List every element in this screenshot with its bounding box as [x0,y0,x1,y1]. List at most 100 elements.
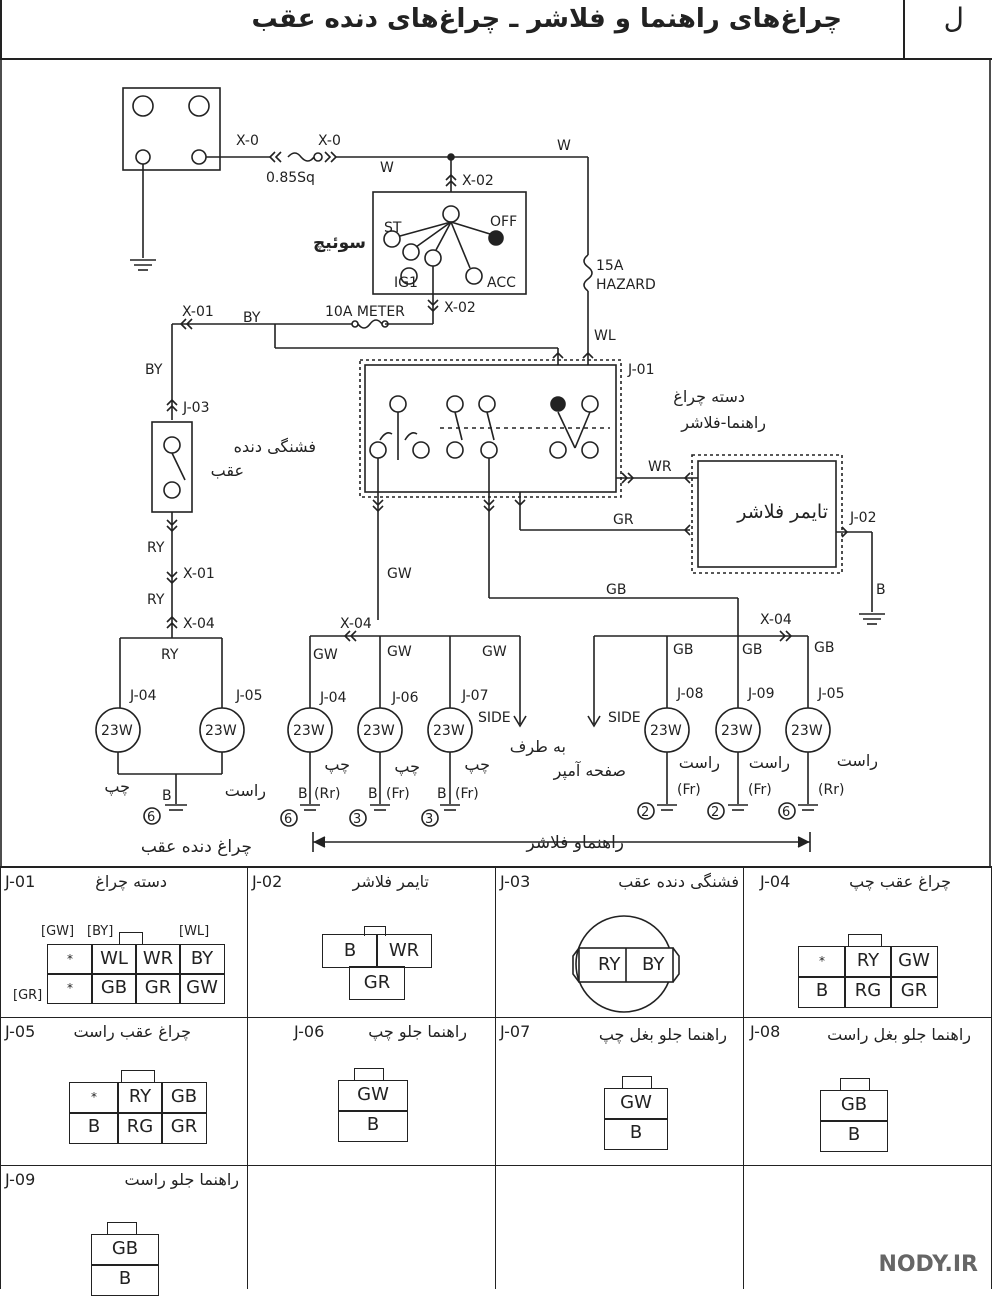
label-side-1: SIDE [478,710,511,726]
label-right-2: راست [679,753,720,773]
label-j04-a: J-04 [129,688,157,704]
label-gb-b: GB [742,642,762,658]
connector-cell-j01: J-01 دسته چراغ [GW] [BY] [WL] [GR] * WL … [0,868,248,1018]
label-b-1: B [162,788,172,804]
label-gb-a: GB [673,642,693,658]
connector-cell-j06: J-06 راهنما جلو چپ GW B [248,1018,496,1166]
label-fr-3: (Fr) [677,782,701,798]
ground-3-a: 3 [353,812,361,827]
ignition-switch [372,191,527,295]
connector-code: J-04 [760,872,791,891]
connector-code: J-05 [5,1022,36,1041]
label-reverse-switch-2: عقب [211,461,244,480]
meter-fuse [357,319,383,329]
lamp-watt-2: 23W [205,723,237,739]
pin: B [604,1118,668,1150]
connector-cell-j08: J-08 راهنما جلو بغل راست GB B [744,1018,992,1166]
connector-code: J-03 [500,872,531,891]
pin: B [798,976,846,1008]
battery-minus-terminal [132,95,154,117]
empty-cell [496,1166,744,1289]
label-10a-meter: 10A METER [325,304,405,320]
label-right-4: راست [837,751,878,771]
label-wire-size: 0.85Sq [266,170,315,186]
label-fr-4: (Fr) [748,782,772,798]
connector-code: J-09 [5,1170,36,1189]
pin: GR [135,973,181,1004]
label-by-1: BY [243,310,261,326]
label-ig1: IG1 [394,275,418,291]
connector-title: فشنگی دنده عقب [618,872,739,891]
header-left-border [0,0,2,58]
pin: GB [820,1090,888,1122]
label-left-2: چپ [324,755,350,775]
label-by-2: BY [145,362,163,378]
connector-code: J-01 [5,872,36,891]
connector-code: J-06 [294,1022,325,1041]
pin: WR [376,934,432,968]
watermark: NODY.IR [878,1252,978,1277]
label-j05-a: J-05 [235,688,263,704]
label-right-3: راست [749,753,790,773]
connector-grid: J-01 دسته چراغ [GW] [BY] [WL] [GR] * WL … [0,866,992,1296]
label-lever-1: دسته چراغ [673,387,745,407]
label-ry-1: RY [147,540,165,556]
lamp-watt-8: 23W [791,723,823,739]
pin: RY [598,954,621,975]
pin: * [798,946,846,978]
pin: * [69,1082,119,1114]
pin: GW [604,1088,668,1120]
pin: GR [890,976,938,1008]
pin: GW [179,973,225,1004]
pin: B [91,1264,159,1296]
ground-2-b: 2 [711,805,719,820]
label-flasher-timer: تایمر فلاشر [736,501,828,523]
label-left-4: چپ [464,755,490,775]
ground-6-b: 6 [284,812,292,827]
label-x01-b: X-01 [183,566,215,582]
label-left-1: چپ [104,777,130,797]
label-hazard: HAZARD [596,277,656,293]
pin: GR [349,966,405,1000]
connector-cell-j09: J-09 راهنما جلو راست GB B [0,1166,248,1296]
header-divider [903,0,905,58]
page-title: چراغ‌های راهنما و فلاشر ـ چراغ‌های دنده … [251,4,842,34]
connector-title: راهنما جلو راست [124,1170,239,1189]
label-j08: J-08 [676,686,704,702]
label-fr-2: (Fr) [455,786,479,802]
pin: B [820,1120,888,1152]
pin: RG [844,976,892,1008]
label-j03: J-03 [182,400,210,416]
label-to-dash-2: صفحه آمپر [553,761,626,781]
fusible-link [287,152,315,162]
label-15a: 15A [596,258,624,274]
connector-code: J-02 [252,872,283,891]
label-ignition-switch: سوئیچ [313,233,366,253]
pin-label-by: [BY] [87,924,114,939]
pin: WL [91,944,137,975]
pin: GB [91,973,137,1004]
label-reverse-lamps: چراغ دنده عقب [141,837,252,857]
pin: BY [642,954,665,975]
connector-title: راهنما جلو بغل چپ [598,1025,727,1044]
pin: * [47,944,93,975]
label-gb-main: GB [606,582,626,598]
battery-plus-terminal [188,95,210,117]
lamp-watt-1: 23W [101,723,133,739]
label-b-4: B [437,786,447,802]
pin: GB [91,1234,159,1266]
connector-cell-j02: J-02 تایمر فلاشر B WR GR [248,868,496,1018]
label-x02-top: X-02 [462,173,494,189]
label-j05-b: J-05 [817,686,845,702]
connector-cell-j03: J-03 فشنگی دنده عقب RY BY [496,868,744,1018]
label-x04-a: X-04 [183,616,215,632]
pin: GB [161,1082,207,1114]
pin-label-wl: [WL] [179,924,210,939]
pin: RY [117,1082,163,1114]
ground-6-c: 6 [782,805,790,820]
connector-cell-j04: J-04 چراغ عقب چپ * RY GW B RG GR [744,868,992,1018]
label-j07: J-07 [461,688,489,704]
label-b-2: B [298,786,308,802]
connector-title: چراغ عقب چپ [849,872,951,891]
empty-cell [248,1166,496,1289]
